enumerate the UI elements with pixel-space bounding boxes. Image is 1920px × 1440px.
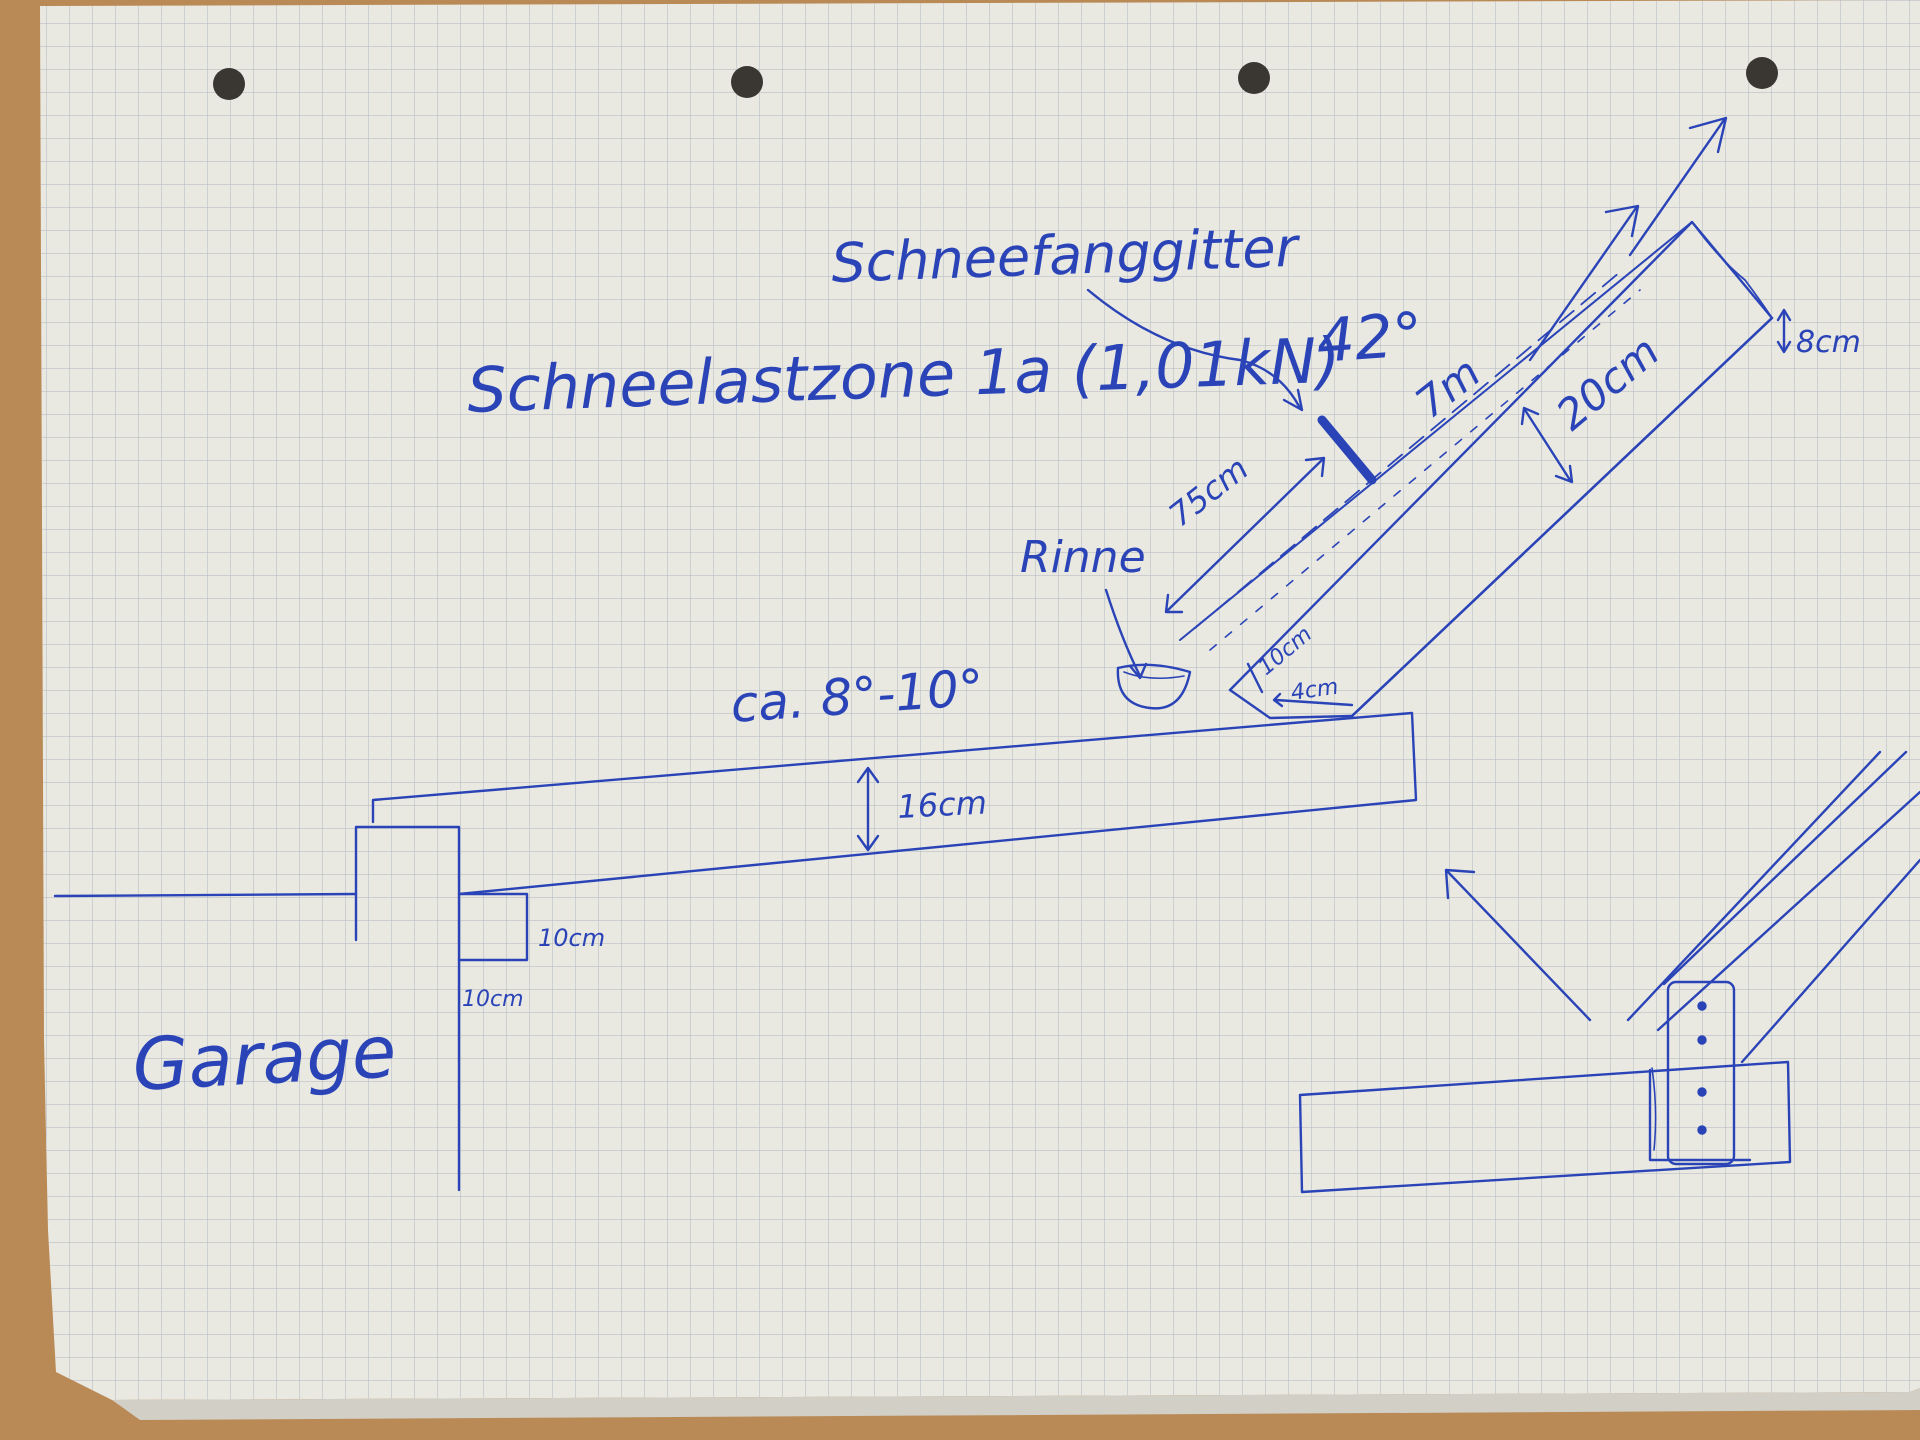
gutter bbox=[1104, 588, 1192, 710]
punch-hole bbox=[731, 66, 763, 98]
bolt bbox=[1697, 1001, 1707, 1011]
connection-detail bbox=[1298, 750, 1920, 1194]
rafter-height-arrow bbox=[1520, 406, 1574, 484]
bolt bbox=[1697, 1125, 1707, 1135]
bolt bbox=[1697, 1087, 1707, 1097]
roof-angle-label: 42° bbox=[1314, 300, 1425, 377]
punch-hole bbox=[1238, 62, 1270, 94]
gutter-label: Rinne bbox=[1020, 532, 1146, 583]
ridge-offset-label: 8cm bbox=[1796, 325, 1861, 360]
garage-structure bbox=[53, 825, 529, 1192]
rafter-top-edge bbox=[1179, 221, 1693, 641]
ledger-block bbox=[457, 892, 529, 962]
ledger-height-label: 10cm bbox=[538, 924, 605, 952]
roof-covering-dashed bbox=[1209, 289, 1641, 651]
snow-guard bbox=[1086, 288, 1377, 485]
gutter-leader bbox=[1104, 588, 1142, 678]
overhang-arrow bbox=[1164, 456, 1326, 614]
ground-line bbox=[53, 892, 358, 898]
rafter-bottom-edge bbox=[1350, 316, 1774, 718]
garage-label: Garage bbox=[130, 1009, 398, 1107]
beam-height-arrow bbox=[856, 766, 880, 852]
roof-extension-arrows bbox=[1528, 116, 1728, 362]
punch-holes bbox=[213, 57, 1778, 100]
snow-guard-leader bbox=[1086, 288, 1302, 410]
ledger-width-label: 10cm bbox=[462, 987, 524, 1012]
punch-hole bbox=[213, 68, 245, 100]
notch-dimension bbox=[1246, 662, 1354, 708]
punch-hole bbox=[1746, 57, 1778, 89]
flat-roof-beam bbox=[371, 711, 1418, 896]
beam-height-label: 16cm bbox=[896, 783, 987, 826]
ridge-offset-arrow bbox=[1776, 308, 1792, 354]
bolt bbox=[1697, 1035, 1707, 1045]
paper-sheet bbox=[40, 0, 1920, 1420]
parapet bbox=[354, 825, 461, 1192]
ridge-cut bbox=[1691, 221, 1773, 319]
detail-pointer-arrow bbox=[1446, 870, 1592, 1022]
